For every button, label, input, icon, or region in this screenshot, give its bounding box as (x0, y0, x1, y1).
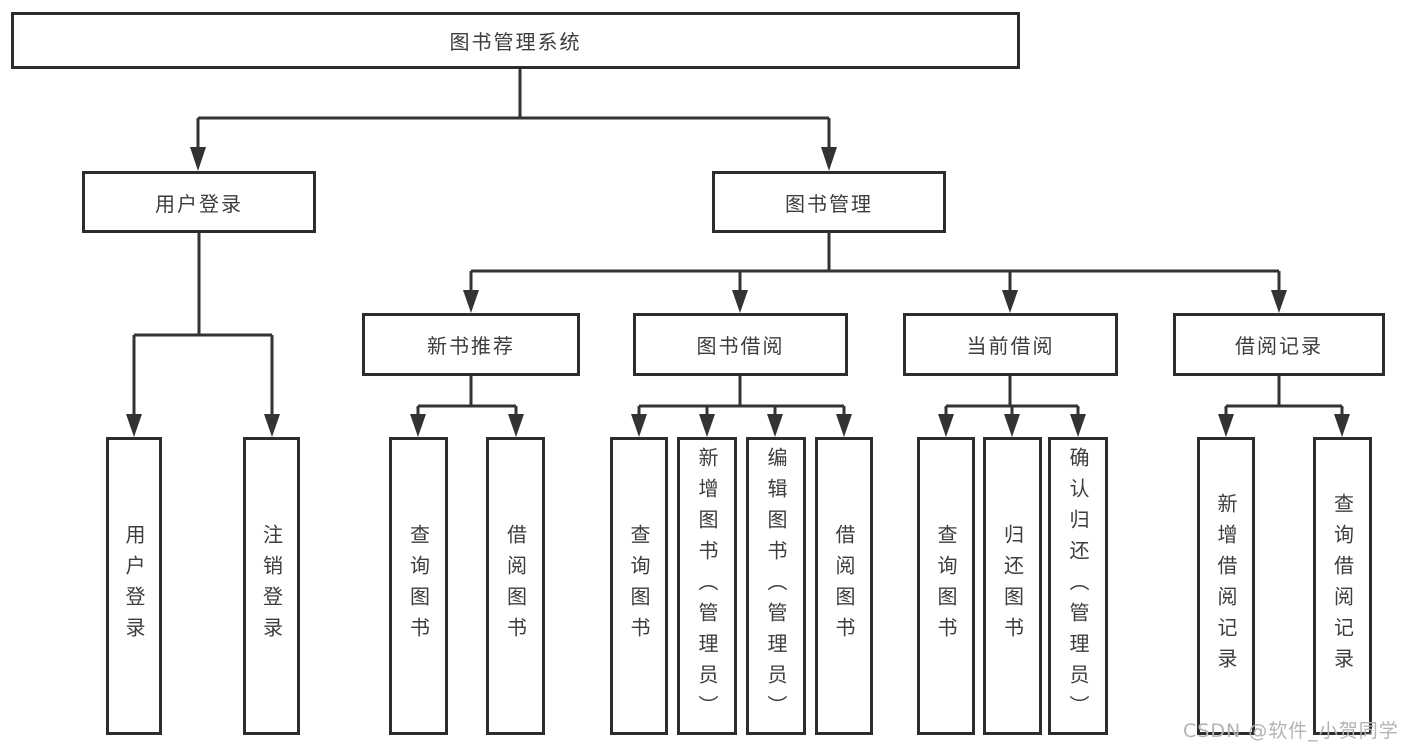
node-book-management: 图书管理 (712, 171, 946, 233)
node-new-book-recommend-label: 新书推荐 (427, 334, 515, 358)
leaf-recommend-borrow-book: 借阅图书 (486, 437, 545, 735)
connector-arrowheads (126, 147, 1350, 437)
node-book-borrow: 图书借阅 (633, 313, 848, 376)
node-current-borrow-label: 当前借阅 (966, 334, 1055, 358)
leaf-add-book-admin: 新增图书（管理员） (677, 437, 737, 735)
leaf-return-book: 归还图书 (983, 437, 1042, 735)
leaf-borrow-book: 借阅图书 (815, 437, 873, 735)
leaf-user-login-label: 用户登录 (122, 524, 146, 648)
node-book-management-label: 图书管理 (785, 191, 873, 216)
leaf-edit-book-admin-label: 编辑图书（管理员） (764, 446, 788, 726)
node-current-borrow: 当前借阅 (903, 313, 1118, 376)
leaf-recommend-query-book-label: 查询图书 (406, 524, 431, 648)
leaf-recommend-borrow-book-label: 借阅图书 (503, 524, 528, 648)
leaf-current-query-book-label: 查询图书 (934, 524, 958, 648)
leaf-return-book-label: 归还图书 (1000, 524, 1025, 648)
leaf-add-borrow-record-label: 新增借阅记录 (1214, 493, 1238, 679)
node-user-login: 用户登录 (82, 171, 316, 233)
leaf-borrow-book-label: 借阅图书 (832, 524, 856, 648)
leaf-borrow-query-book-label: 查询图书 (627, 524, 651, 648)
leaf-add-borrow-record: 新增借阅记录 (1197, 437, 1255, 735)
leaf-current-query-book: 查询图书 (917, 437, 975, 735)
leaf-confirm-return-admin: 确认归还（管理员） (1048, 437, 1108, 735)
node-user-login-label: 用户登录 (155, 191, 243, 216)
node-root-label: 图书管理系统 (449, 30, 582, 54)
connector-paths (132, 68, 1344, 420)
leaf-query-borrow-record: 查询借阅记录 (1313, 437, 1372, 735)
leaf-logout-label: 注销登录 (259, 524, 284, 648)
leaf-borrow-query-book: 查询图书 (610, 437, 668, 735)
leaf-edit-book-admin: 编辑图书（管理员） (746, 437, 806, 735)
leaf-recommend-query-book: 查询图书 (389, 437, 448, 735)
leaf-user-login: 用户登录 (106, 437, 162, 735)
node-root: 图书管理系统 (11, 12, 1020, 69)
leaf-query-borrow-record-label: 查询借阅记录 (1330, 493, 1355, 679)
leaf-confirm-return-admin-label: 确认归还（管理员） (1066, 446, 1090, 726)
node-borrow-records-label: 借阅记录 (1235, 334, 1323, 358)
csdn-watermark: CSDN @软件_小贺同学 (1183, 720, 1399, 742)
node-borrow-records: 借阅记录 (1173, 313, 1385, 376)
node-new-book-recommend: 新书推荐 (362, 313, 580, 376)
leaf-logout: 注销登录 (243, 437, 300, 735)
node-book-borrow-label: 图书借阅 (696, 334, 785, 358)
leaf-add-book-admin-label: 新增图书（管理员） (695, 446, 719, 726)
